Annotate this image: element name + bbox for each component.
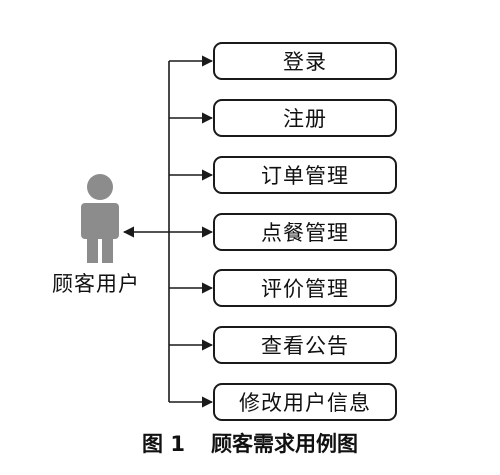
user-silhouette-icon (81, 174, 119, 263)
actor-label: 顾客用户 (52, 272, 140, 296)
use-case-view-notices: 查看公告 (213, 326, 397, 364)
figure-number: 图 1 (142, 432, 185, 456)
figure-caption: 图 1 顾客需求用例图 (0, 428, 500, 458)
use-case-login: 登录 (213, 42, 397, 80)
use-case-dining-management: 点餐管理 (213, 213, 397, 251)
use-case-review-management: 评价管理 (213, 269, 397, 307)
use-case-register: 注册 (213, 99, 397, 137)
use-case-order-management: 订单管理 (213, 156, 397, 194)
use-case-edit-profile: 修改用户信息 (213, 383, 397, 421)
figure-title: 顾客需求用例图 (210, 432, 358, 456)
